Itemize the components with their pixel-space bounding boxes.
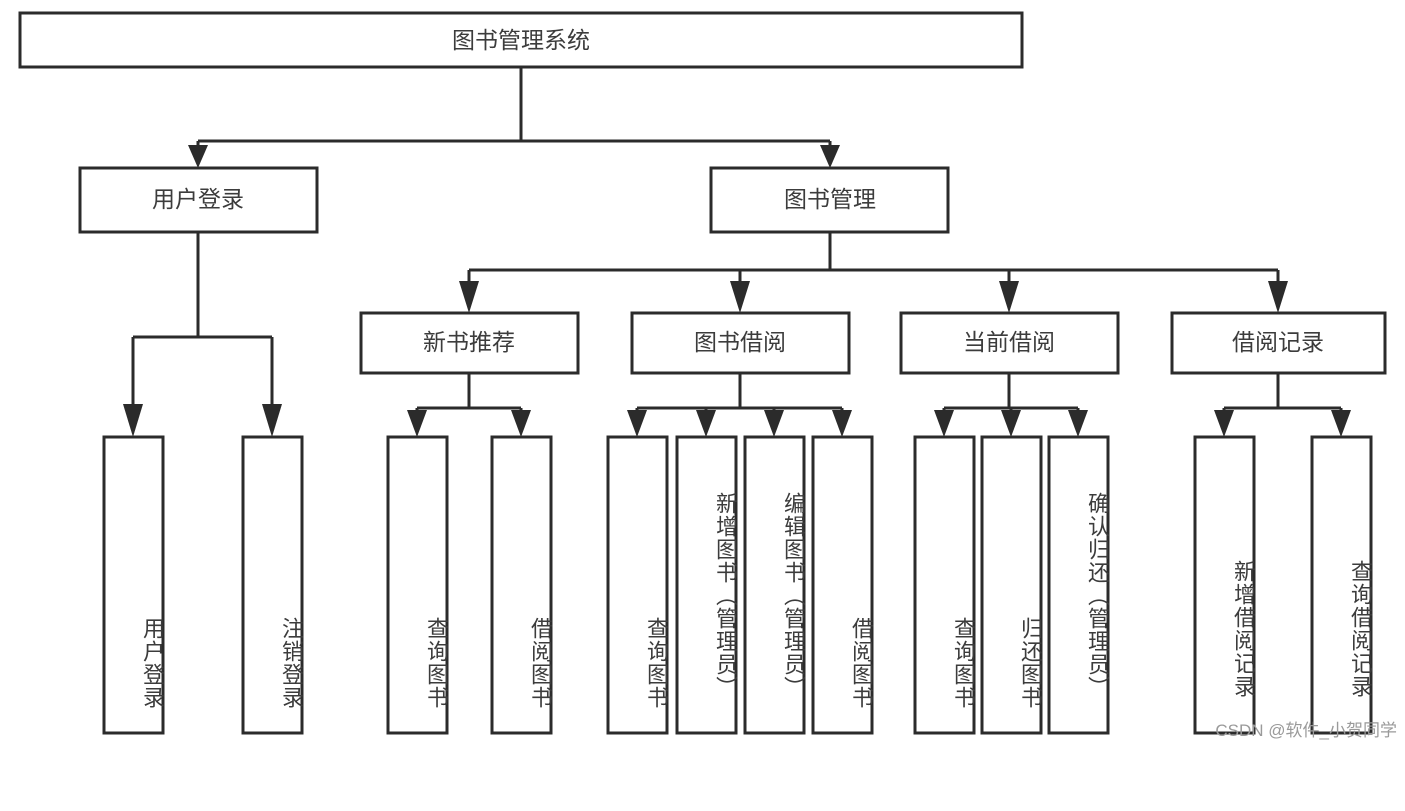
arrow-icon bbox=[1214, 410, 1234, 437]
arrow-icon bbox=[1068, 410, 1088, 437]
node-book-borrow[interactable]: 图书借阅 bbox=[630, 311, 851, 375]
arrow-icon bbox=[832, 410, 852, 437]
functional-structure-diagram: 图书管理系统 用户登录 图书管理 新书推荐 图书借阅 当前借阅 借阅记录 bbox=[18, 11, 1397, 740]
diagram-canvas: 图书管理系统 用户登录 图书管理 新书推荐 图书借阅 当前借阅 借阅记录 bbox=[18, 11, 1387, 735]
arrow-icon bbox=[459, 281, 479, 313]
node-label: 借阅记录 bbox=[1232, 329, 1324, 355]
node-leaf-rec-search[interactable] bbox=[1310, 435, 1373, 735]
node-box[interactable] bbox=[1193, 435, 1256, 735]
node-box[interactable] bbox=[709, 166, 950, 234]
arrow-icon bbox=[1268, 281, 1288, 313]
node-box[interactable] bbox=[1310, 435, 1373, 735]
node-label: 新书推荐 bbox=[423, 329, 515, 355]
node-label: 图书借阅 bbox=[694, 329, 786, 355]
node-box[interactable] bbox=[1047, 435, 1110, 735]
node-leaf-rec-query[interactable] bbox=[386, 435, 449, 735]
node-label: 图书管理系统 bbox=[452, 27, 590, 53]
arrow-icon bbox=[262, 404, 282, 437]
node-box[interactable] bbox=[675, 435, 738, 735]
connector-userlogin-to-leaves bbox=[123, 232, 282, 437]
node-leaf-user-logout[interactable] bbox=[241, 435, 304, 735]
node-leaf-cur-query[interactable] bbox=[913, 435, 976, 735]
node-box[interactable] bbox=[102, 435, 165, 735]
arrow-icon bbox=[511, 410, 531, 437]
node-user-login[interactable]: 用户登录 bbox=[78, 166, 319, 234]
arrow-icon bbox=[407, 410, 427, 437]
node-leaf-borrow-add[interactable] bbox=[675, 435, 738, 735]
arrow-icon bbox=[934, 410, 954, 437]
node-root[interactable]: 图书管理系统 bbox=[18, 11, 1024, 69]
node-current-borrow[interactable]: 当前借阅 bbox=[899, 311, 1120, 375]
node-box[interactable] bbox=[811, 435, 874, 735]
node-box[interactable] bbox=[899, 311, 1120, 375]
node-box[interactable] bbox=[78, 166, 319, 234]
node-leaf-user-login[interactable] bbox=[102, 435, 165, 735]
node-leaf-cur-confirm[interactable] bbox=[1047, 435, 1110, 735]
node-box[interactable] bbox=[743, 435, 806, 735]
node-leaf-borrow-lend[interactable] bbox=[811, 435, 874, 735]
node-leaf-borrow-edit[interactable] bbox=[743, 435, 806, 735]
node-label: 用户登录 bbox=[152, 186, 244, 212]
node-box[interactable] bbox=[630, 311, 851, 375]
arrow-icon bbox=[188, 145, 208, 168]
arrow-icon bbox=[820, 145, 840, 168]
arrow-icon bbox=[999, 281, 1019, 313]
watermark-text: CSDN @软件_小贺同学 bbox=[1215, 721, 1397, 740]
connector-bookborrow-to-leaves bbox=[627, 373, 852, 437]
arrow-icon bbox=[1001, 410, 1021, 437]
node-leaf-borrow-query[interactable] bbox=[606, 435, 669, 735]
node-leaf-rec-borrow[interactable] bbox=[490, 435, 553, 735]
node-box[interactable] bbox=[490, 435, 553, 735]
node-box[interactable] bbox=[1170, 311, 1387, 375]
node-box[interactable] bbox=[980, 435, 1043, 735]
node-box[interactable] bbox=[241, 435, 304, 735]
arrow-icon bbox=[696, 410, 716, 437]
connector-borrowrecord-to-leaves bbox=[1214, 373, 1351, 437]
arrow-icon bbox=[764, 410, 784, 437]
node-box[interactable] bbox=[386, 435, 449, 735]
node-leaf-cur-return[interactable] bbox=[980, 435, 1043, 735]
connector-currentborrow-to-leaves bbox=[934, 373, 1088, 437]
connector-bookmanage-to-level3 bbox=[459, 232, 1288, 313]
arrow-icon bbox=[123, 404, 143, 437]
arrow-icon bbox=[627, 410, 647, 437]
node-borrow-record[interactable]: 借阅记录 bbox=[1170, 311, 1387, 375]
connector-newbookrec-to-leaves bbox=[407, 373, 531, 437]
node-box[interactable] bbox=[913, 435, 976, 735]
node-label: 当前借阅 bbox=[963, 329, 1055, 355]
node-box[interactable] bbox=[359, 311, 580, 375]
node-box[interactable] bbox=[18, 11, 1024, 69]
node-leaf-rec-add[interactable] bbox=[1193, 435, 1256, 735]
arrow-icon bbox=[1331, 410, 1351, 437]
node-label: 图书管理 bbox=[784, 186, 876, 212]
arrow-icon bbox=[730, 281, 750, 313]
connector-root-to-level2 bbox=[188, 67, 840, 168]
node-new-book-rec[interactable]: 新书推荐 bbox=[359, 311, 580, 375]
node-box[interactable] bbox=[606, 435, 669, 735]
node-book-manage[interactable]: 图书管理 bbox=[709, 166, 950, 234]
